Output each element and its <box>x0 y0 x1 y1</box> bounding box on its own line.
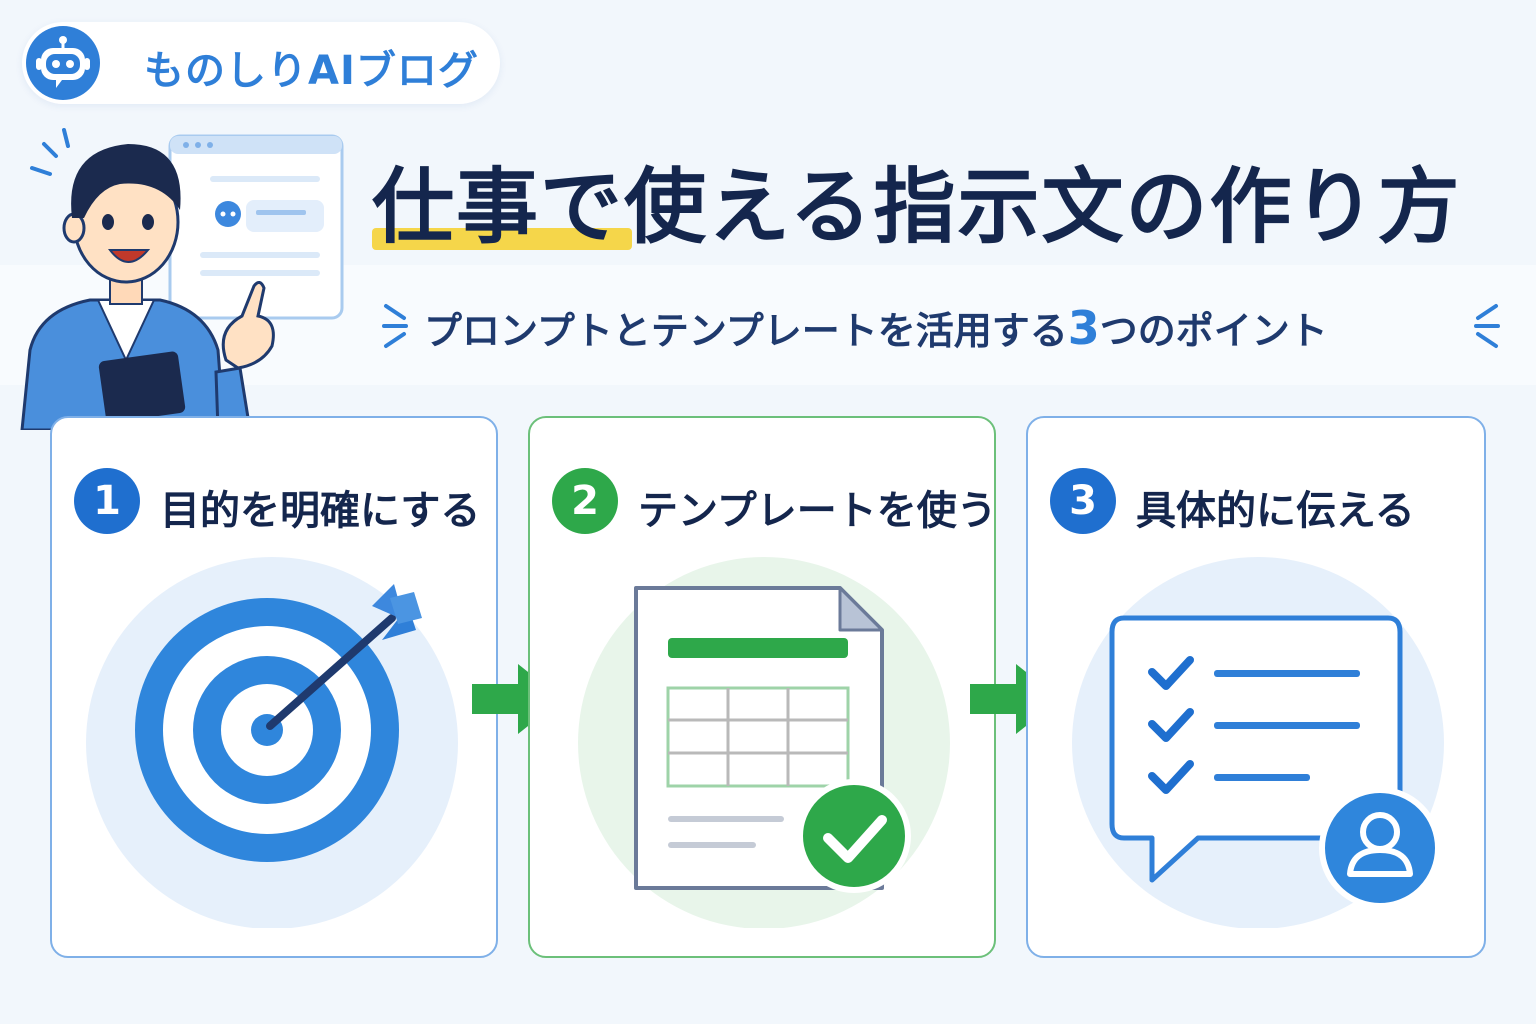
step-header-3: 3 具体的に伝える <box>1050 468 1490 534</box>
subtitle-text-before: プロンプトとテンプレートを活用する <box>424 309 1068 353</box>
step-card-2[interactable]: 2 テンプレートを使う <box>528 416 997 958</box>
robot-icon <box>26 26 100 100</box>
step-title: 目的を明確にする <box>160 488 481 534</box>
sparkle-right-icon <box>1474 304 1500 348</box>
template-document-icon <box>564 548 964 929</box>
target-icon <box>72 548 472 929</box>
step-number-badge: 1 <box>74 468 140 534</box>
step-number-badge: 2 <box>552 468 618 534</box>
step-number-badge: 3 <box>1050 468 1116 534</box>
presenter-illustration <box>10 110 350 432</box>
page-title: 仕事で使える指示文の作り方 <box>372 160 1462 255</box>
brand-name: ものしりAIブログ <box>144 48 479 94</box>
step-card-1[interactable]: 1 目的を明確にする <box>50 416 498 958</box>
step-card-3[interactable]: 3 具体的に伝える <box>1026 416 1486 958</box>
step-header-1: 1 目的を明確にする <box>74 468 514 534</box>
step-title: テンプレートを使う <box>638 488 997 534</box>
step-title: 具体的に伝える <box>1136 488 1415 534</box>
title-highlight <box>372 228 632 250</box>
brand-badge[interactable]: ものしりAIブログ <box>22 22 500 104</box>
checklist-chat-icon <box>1058 548 1458 929</box>
subtitle-number: 3 <box>1067 301 1100 355</box>
subtitle-area: プロンプトとテンプレートを活用する3つのポイント <box>380 296 1510 356</box>
step-header-2: 2 テンプレートを使う <box>552 468 997 534</box>
subtitle: プロンプトとテンプレートを活用する3つのポイント <box>424 300 1328 355</box>
sparkle-left-icon <box>382 304 408 348</box>
main-title-area: 仕事で使える指示文の作り方 <box>372 140 1522 260</box>
subtitle-text-after: つのポイント <box>1099 309 1328 353</box>
